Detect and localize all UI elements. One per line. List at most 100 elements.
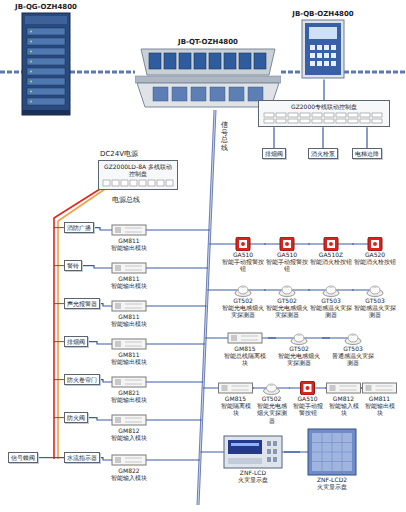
detector-dome [326,286,336,294]
button-glass [371,240,379,248]
panel-key [331,61,336,66]
module-body [363,383,397,393]
cabinet-unit [27,88,65,95]
module-terminal [222,385,228,391]
panel-key [331,45,336,50]
node-sublabel: 智能隔离模块 [218,402,253,416]
cabinet-led [30,61,32,63]
module-device: GM815智能隔离模块 [218,381,253,417]
connector [88,342,106,344]
node-label: JB-QB-OZH4800 [288,10,358,18]
panel-key [310,45,315,50]
control-console: JB-QT-OZH4800 [135,38,281,109]
module-device-icon [106,223,152,237]
control-cabinet-icon [21,12,71,116]
node-label: 防火阀 [67,414,85,421]
connector [308,289,310,290]
panel-key [324,53,329,58]
node-label: JB-QG-OZH4800 [8,3,84,11]
module-groove [340,390,357,391]
module-groove [241,336,258,337]
node-label: JB-QT-OZH4800 [135,38,281,46]
node-label: GM812 [106,427,152,434]
panel-key [324,45,329,50]
module-groove [376,386,393,387]
console-panel [229,87,244,101]
panel-key [331,53,336,58]
call-button: GA520智能消火栓按钮 [354,237,396,265]
bus-wire [205,337,353,338]
detector-dome [282,286,292,294]
button-glass [239,240,247,248]
detector-top [351,334,355,336]
node-label: GM811 [106,237,152,244]
module-groove [125,228,142,229]
node-label: GM815 [218,395,253,402]
panel-key [324,113,334,117]
console-panel [191,87,206,101]
panel-body [302,20,344,78]
node-sublabel: 智能光电感烟火灾探测器 [222,304,264,318]
panel-key [348,113,358,117]
display-grid [342,433,343,471]
panel-key [300,113,310,117]
call-button: GA510智能手动报警按钮 [222,237,264,273]
connector [289,387,290,388]
connector [264,243,266,244]
module-groove [125,380,142,381]
module-device: GM812智能输入模块 [106,413,152,441]
module-terminal [115,227,121,233]
smoke-detector: GT503智能感温火灾探测器 [310,283,352,319]
node-label: GA510 [222,251,264,258]
node-label: GM815 [222,345,268,352]
device-box: 警铃 [64,260,82,271]
node-sublabel: 智能感温火灾探测器 [354,304,396,318]
device-box: 信号蝶阀 [8,452,38,463]
display-key [267,441,271,446]
module-groove [125,342,142,343]
detector-dome [294,334,304,342]
module-device-icon [106,299,152,313]
node-label: GM811 [106,313,152,320]
linkage-panel-icon [102,179,174,187]
device-box: 排烟阀 [64,336,88,347]
node-sublabel: 智能光电感烟火灾探测器 [276,352,322,366]
node-label: GT503 [330,345,376,352]
connector [100,304,106,306]
module-groove [232,386,249,387]
display-panel-icon [223,435,283,469]
call-button: GA510智能手动报警按钮 [290,381,325,417]
button-body [301,381,315,395]
button-dot [306,386,310,390]
node-sublabel: 普通感温火灾探测器 [330,352,376,366]
module-groove [125,458,142,459]
module-body [112,455,146,465]
node-label: GA520 [354,251,396,258]
connector [361,387,362,388]
button-glass [283,240,291,248]
call-button: GA510智能手动报警按钮 [266,237,308,273]
connector [38,457,64,458]
connector [268,337,276,338]
node-label: GZ2000专线联动控制盘 [262,103,386,110]
module-terminal [366,385,372,391]
panel-key [288,119,298,123]
node-sublabel: 智能总线隔离模块 [222,352,268,366]
button-glass [304,384,312,392]
module-device: GM811智能输出模块 [106,261,152,289]
module-device-icon [106,337,152,351]
device-box: 声光报警器 [64,298,100,309]
node-sublabel: 火灾显示盘 [222,476,284,483]
node-label: GT503 [354,297,396,304]
node-label: GA510 [266,251,308,258]
module-device: GM822智能输入模块 [106,453,152,481]
module-device: GM811智能输出模块 [106,299,152,327]
module-device-icon [218,381,253,395]
module-body [112,301,146,311]
node-sublabel: 火灾显示盘 [300,483,364,490]
smoke-detector-icon [330,331,376,345]
cabinet-led [30,81,32,83]
connector [273,127,274,148]
call-button: GA510Z智能消火栓按钮 [310,237,352,265]
